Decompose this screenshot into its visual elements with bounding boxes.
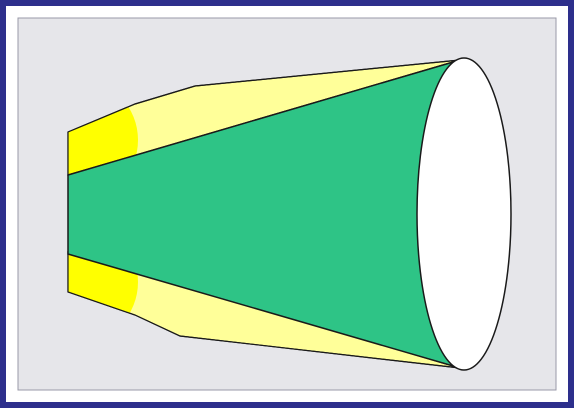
elliptical-opening (417, 58, 511, 370)
